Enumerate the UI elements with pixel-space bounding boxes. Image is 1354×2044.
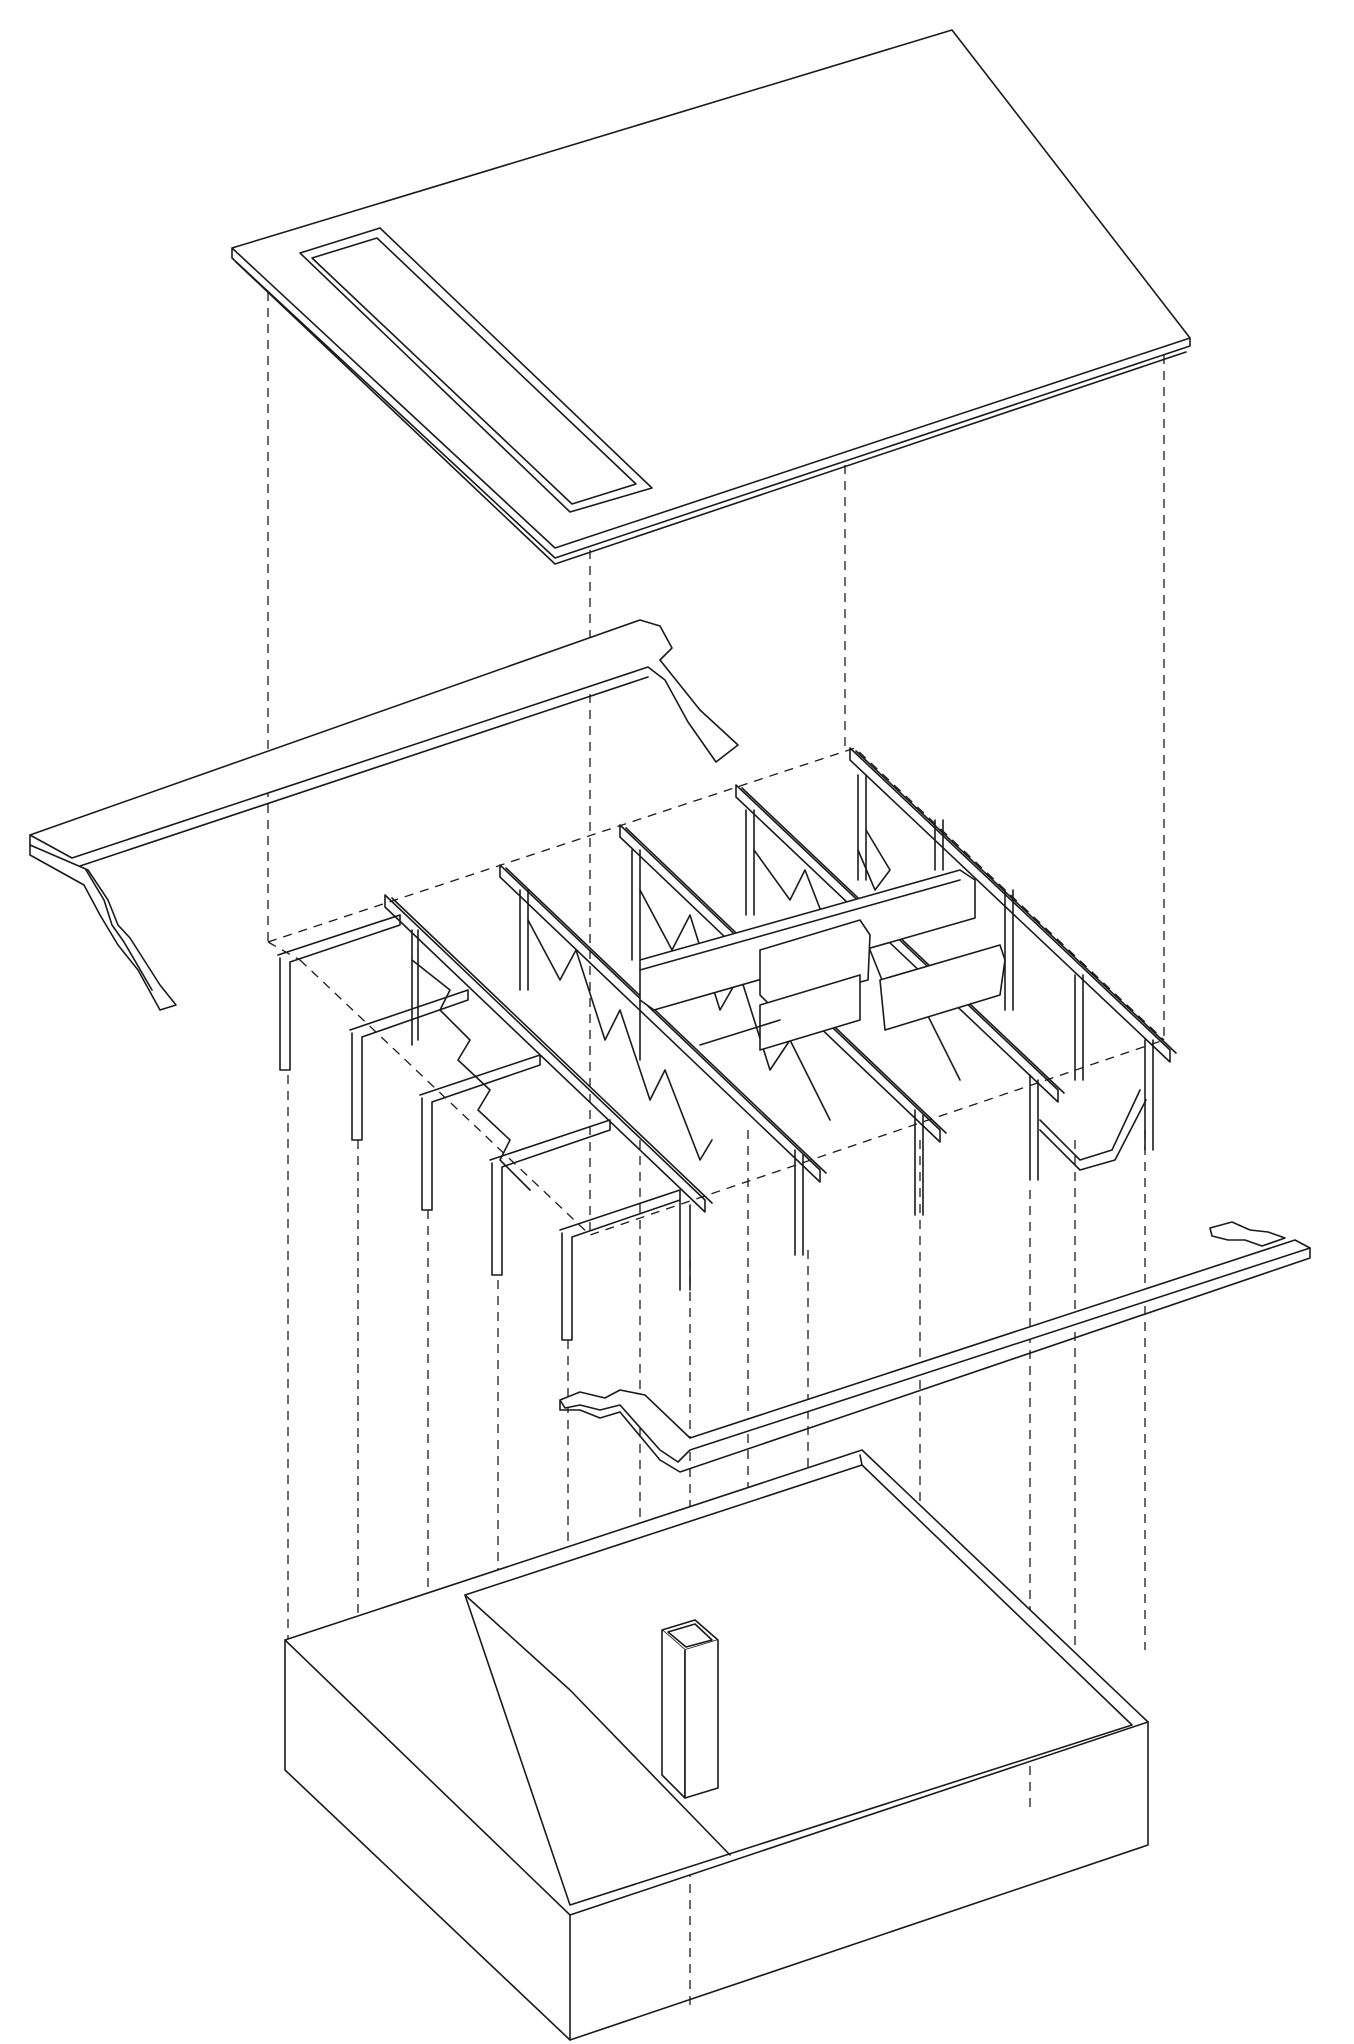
upper-rear-edge-beam (29, 619, 739, 1011)
skylight-opening (299, 227, 653, 513)
column (661, 1619, 719, 1799)
truss-line (499, 864, 827, 1256)
portal-frames (277, 914, 691, 1341)
truss-line (849, 747, 1177, 1171)
truss-line (384, 894, 713, 1213)
upper-front-edge-beam (559, 1221, 1311, 1473)
foundation-tub (284, 1449, 1149, 2041)
central-boxes (639, 869, 1006, 1061)
roof-slab (231, 29, 1191, 565)
roof-truss-frame (277, 747, 1177, 1341)
